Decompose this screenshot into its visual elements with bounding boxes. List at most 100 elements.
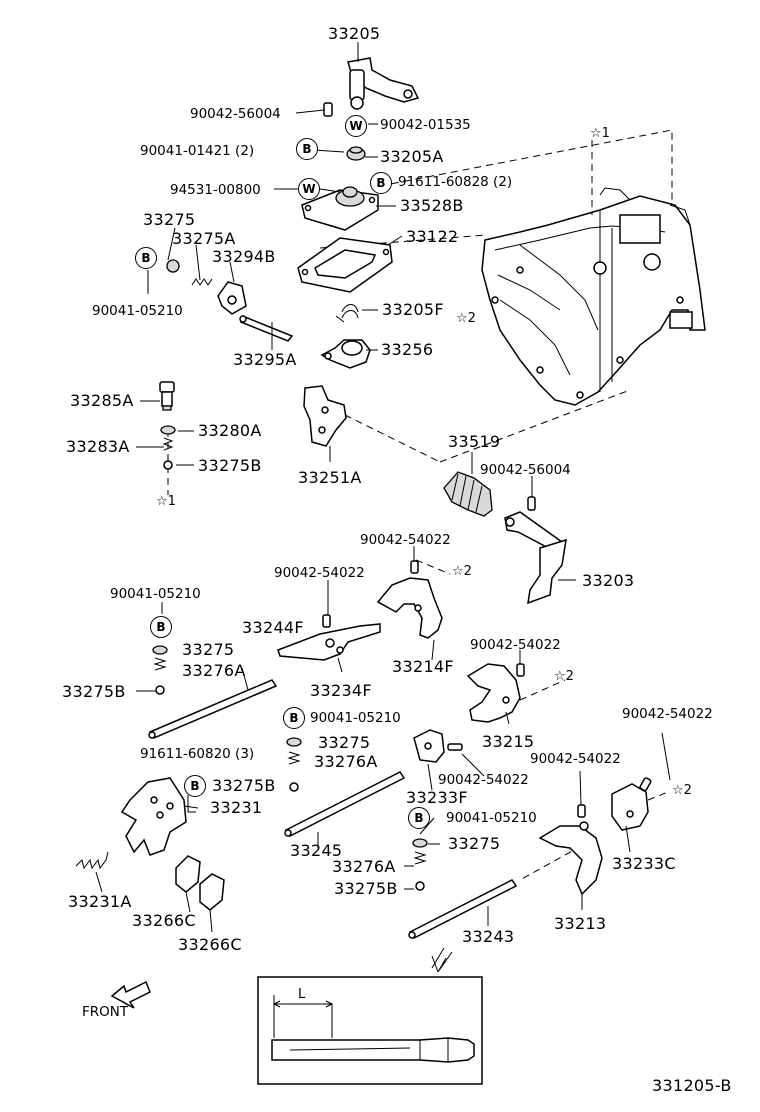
part-33245 — [285, 772, 404, 836]
label-33275-d: 33275 — [448, 834, 501, 853]
part-33122 — [298, 238, 392, 292]
label-33244F: 33244F — [242, 618, 304, 637]
label-33205A: 33205A — [380, 147, 444, 166]
part-33276A-c — [415, 852, 425, 864]
ref-line-7 — [520, 680, 565, 700]
part-33285A — [160, 382, 174, 410]
b-badge-2: B — [370, 172, 392, 194]
label-33266C-a: 33266C — [132, 911, 196, 930]
star-2-case: ☆2 — [456, 311, 476, 326]
label-90042-54022-f: 90042-54022 — [438, 772, 529, 788]
label-33231: 33231 — [210, 798, 263, 817]
label-33285A: 33285A — [70, 391, 134, 410]
label-33203: 33203 — [582, 571, 635, 590]
star-2-33233C: ☆2 — [672, 783, 692, 798]
b-badge-4: B — [150, 616, 172, 638]
part-pin-54022-f — [639, 777, 651, 791]
part-33276A-b — [289, 752, 299, 764]
label-33275B-b: 33275B — [62, 682, 126, 701]
star-2-fork: ☆2 — [452, 564, 472, 579]
label-33295A: 33295A — [233, 350, 297, 369]
detail-box — [258, 977, 482, 1084]
part-33519 — [444, 472, 492, 516]
ref-line-6 — [416, 560, 450, 574]
part-33215 — [468, 664, 520, 722]
label-94531-00800: 94531-00800 — [170, 182, 261, 198]
label-33234F: 33234F — [310, 681, 372, 700]
label-33275B-c: 33275B — [212, 776, 276, 795]
label-90042-54022-b: 90042-54022 — [274, 565, 365, 581]
part-33231A — [76, 852, 108, 868]
label-33233C: 33233C — [612, 854, 676, 873]
part-pin-54022-e — [578, 805, 585, 817]
transmission-case — [482, 188, 705, 405]
part-33294B — [218, 282, 246, 314]
label-90041-01421: 90041-01421 (2) — [140, 143, 255, 159]
label-33205: 33205 — [328, 24, 381, 43]
ref-line-2 — [380, 130, 672, 205]
w-badge-2: W — [298, 178, 320, 200]
label-33215: 33215 — [482, 732, 535, 751]
star-1-top: ☆1 — [590, 126, 610, 141]
label-33275-a: 33275 — [143, 210, 196, 229]
part-33233C — [612, 784, 648, 830]
label-33275-c: 33275 — [318, 733, 371, 752]
label-33528B: 33528B — [400, 196, 464, 215]
b-badge-1: B — [296, 138, 318, 160]
front-label: FRONT — [82, 1004, 129, 1020]
b-badge-3: B — [135, 247, 157, 269]
part-33266C-a — [176, 856, 200, 892]
label-33243: 33243 — [462, 927, 515, 946]
leader-lines — [96, 42, 670, 932]
part-33243 — [409, 880, 516, 938]
ref-line-4 — [345, 415, 440, 462]
label-90042-56004-a: 90042-56004 — [190, 106, 281, 122]
detail-arrow — [432, 948, 452, 972]
label-33276A-a: 33276A — [182, 661, 246, 680]
part-33275B-a — [164, 461, 172, 469]
label-33256: 33256 — [381, 340, 434, 359]
part-33275B-b — [156, 686, 164, 694]
part-33231 — [122, 778, 186, 855]
part-33275B-c — [290, 783, 298, 791]
part-33528B — [302, 187, 378, 230]
part-33213 — [540, 822, 602, 894]
label-33280A: 33280A — [198, 421, 262, 440]
label-91611-60820: 91611-60820 (3) — [140, 746, 255, 762]
part-pin-top — [324, 103, 332, 116]
label-33294B: 33294B — [212, 247, 276, 266]
label-33231A: 33231A — [68, 892, 132, 911]
part-33214F — [378, 578, 442, 638]
label-90041-05210-d: 90041-05210 — [446, 810, 537, 826]
label-90041-05210-b: 90041-05210 — [110, 586, 201, 602]
label-90042-54022-c: 90042-54022 — [470, 637, 561, 653]
ref-line-5 — [440, 390, 630, 462]
label-90041-05210-c: 90041-05210 — [310, 710, 401, 726]
label-33275-b: 33275 — [182, 640, 235, 659]
label-33276A-b: 33276A — [314, 752, 378, 771]
part-33234F — [278, 624, 380, 660]
label-90042-56004-b: 90042-56004 — [480, 462, 571, 478]
part-33275-d — [413, 839, 427, 847]
part-pin-54022-c — [517, 664, 524, 676]
part-33205F — [342, 305, 358, 319]
label-33275A: 33275A — [172, 229, 236, 248]
part-33295A — [240, 316, 292, 341]
star-1-plug: ☆1 — [156, 494, 176, 509]
part-pin-54022-b — [323, 615, 330, 627]
part-33205 — [348, 58, 418, 109]
star-2-33215: ☆2 — [554, 669, 574, 684]
label-33213: 33213 — [554, 914, 607, 933]
part-33203 — [505, 512, 566, 603]
part-33244F — [149, 680, 276, 738]
part-33275-b — [153, 646, 167, 654]
label-33275B-a: 33275B — [198, 456, 262, 475]
label-33276A-c: 33276A — [332, 857, 396, 876]
part-33276A-a — [155, 658, 165, 670]
w-badge-1: W — [345, 115, 367, 137]
b-badge-5: B — [283, 707, 305, 729]
label-33233F: 33233F — [406, 788, 468, 807]
label-33214F: 33214F — [392, 657, 454, 676]
